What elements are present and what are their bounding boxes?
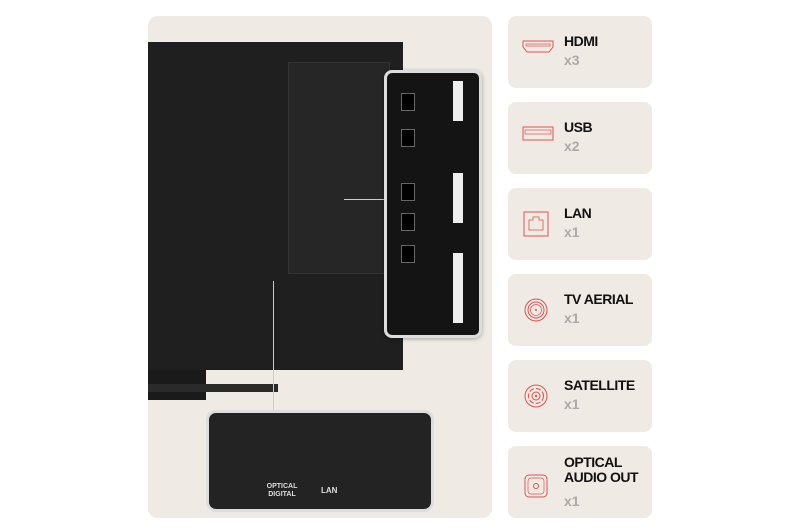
bottom-ports-closeup: OPTICAL DIGITAL LAN: [206, 410, 434, 512]
port-count: x2: [564, 138, 580, 154]
port-card-usb: USB x2: [508, 102, 652, 174]
hdmi-icon: [522, 40, 554, 53]
tv-stand-foot: [148, 384, 278, 392]
callout-line: [273, 281, 274, 411]
port-count: x1: [564, 310, 580, 326]
port-card-hdmi: HDMI x3: [508, 16, 652, 88]
port-name: LAN: [564, 205, 592, 221]
port-count: x1: [564, 224, 580, 240]
port-name: SATELLITE: [564, 377, 635, 393]
port-name: TV AERIAL: [564, 291, 633, 307]
port-count: x1: [564, 493, 580, 509]
port-card-lan: LAN x1: [508, 188, 652, 260]
usb-icon: [522, 126, 554, 141]
optical-port-label: OPTICAL DIGITAL: [266, 483, 298, 498]
callout-line: [344, 199, 384, 200]
lan-port-label: LAN: [321, 486, 338, 495]
port-card-tv-aerial: TV AERIAL x1: [508, 274, 652, 346]
port-name: USB: [564, 119, 593, 135]
tv-back: [148, 42, 403, 370]
tv-rear-photo: OPTICAL DIGITAL LAN: [148, 16, 492, 518]
port-name: OPTICAL AUDIO OUT: [564, 454, 639, 485]
optical-icon: [524, 474, 548, 498]
side-ports-closeup: [384, 70, 482, 338]
satellite-icon: [524, 384, 548, 408]
lan-icon: [523, 211, 549, 237]
port-card-optical: OPTICAL AUDIO OUT x1: [508, 446, 652, 518]
port-count: x3: [564, 52, 580, 68]
port-card-satellite: SATELLITE x1: [508, 360, 652, 432]
port-count: x1: [564, 396, 580, 412]
aerial-icon: [524, 298, 548, 322]
port-name: HDMI: [564, 33, 598, 49]
